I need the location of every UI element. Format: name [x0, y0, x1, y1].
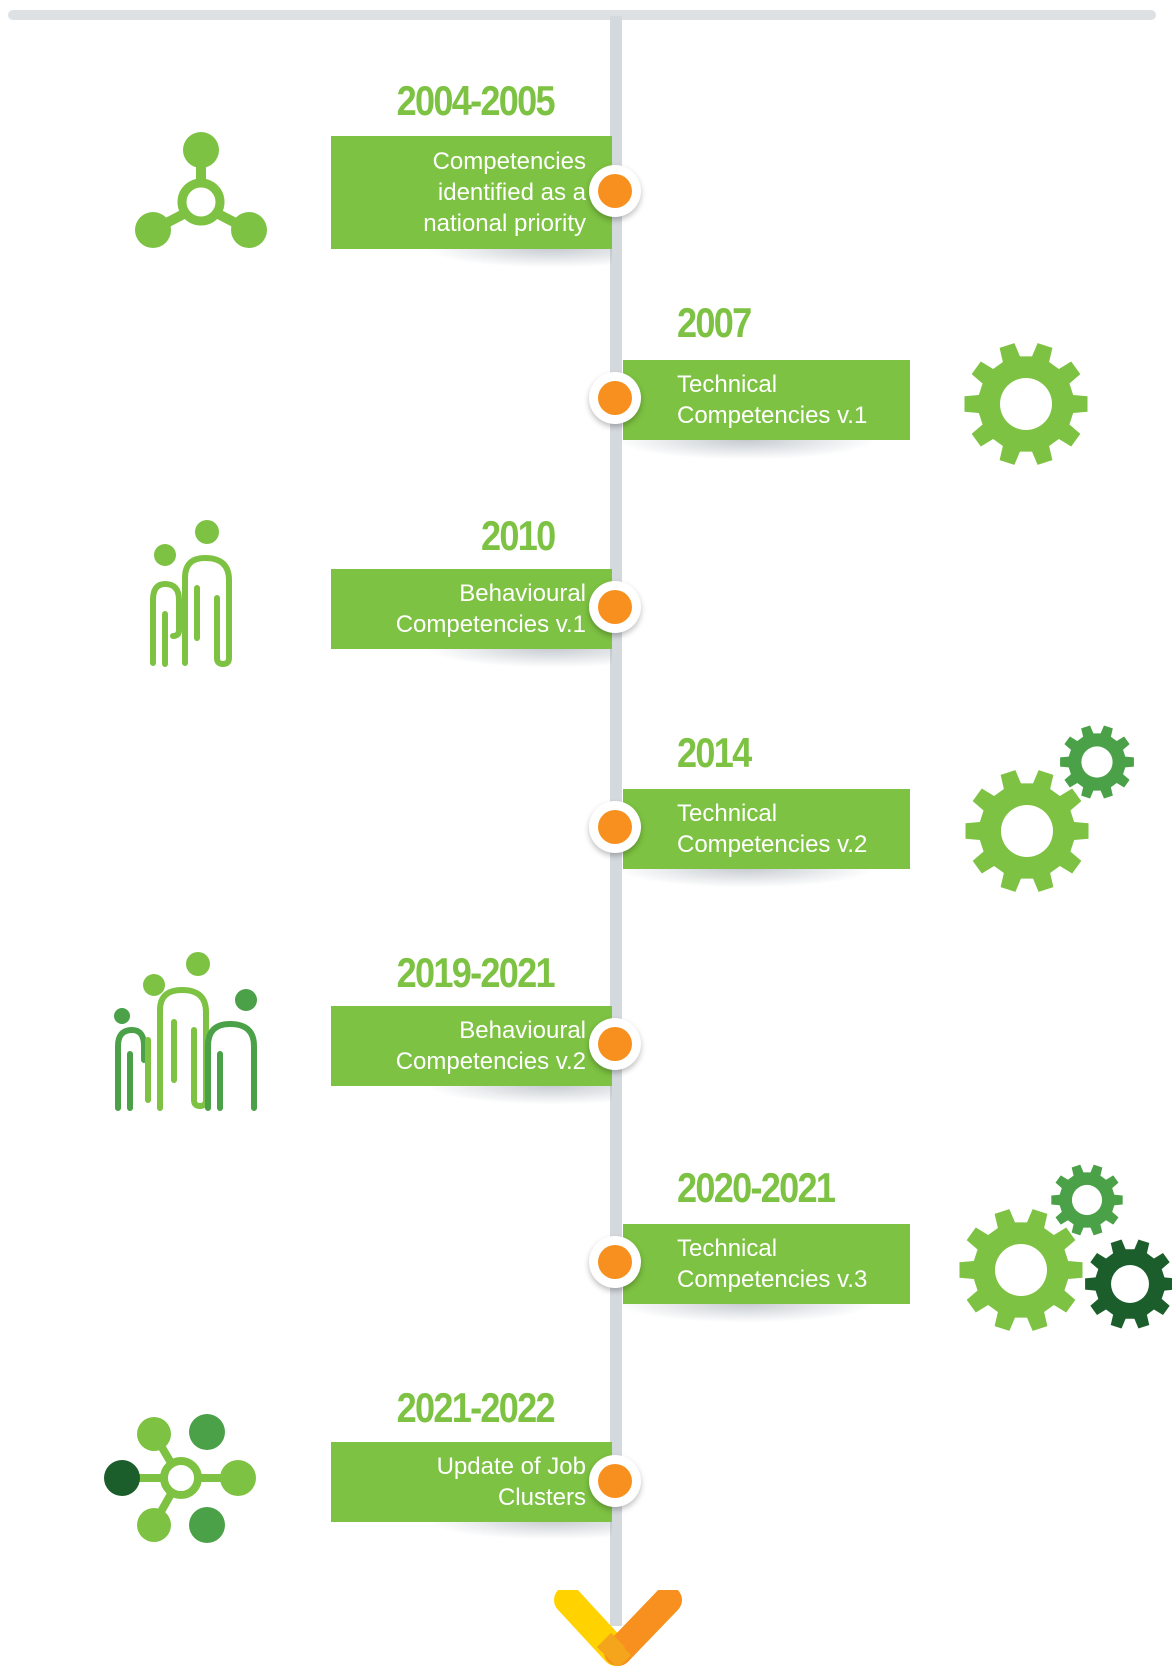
milestone-text-line: Technical	[677, 1235, 778, 1262]
gear-hole	[1111, 1265, 1149, 1303]
milestone-box-behavioural-v2: Behavioural Competencies v.2	[331, 1006, 612, 1086]
box-shadow	[622, 440, 932, 480]
network-hub-icon	[104, 1414, 256, 1543]
timeline-marker	[589, 1455, 641, 1507]
two-people-icon	[150, 520, 232, 668]
two-gears-icon	[965, 725, 1134, 892]
timeline-marker	[589, 801, 641, 853]
year-label-2014: 2014	[677, 729, 752, 776]
milestone-text-line: Technical	[677, 800, 778, 827]
box-shadow	[312, 248, 612, 288]
group-people-icon	[114, 952, 257, 1111]
milestone-text-line: Competencies v.3	[677, 1266, 868, 1293]
year-label-2020-2021: 2020-2021	[677, 1164, 836, 1211]
timeline-marker	[589, 1018, 641, 1070]
timeline-marker	[589, 1236, 641, 1288]
milestone-box-job-clusters: Update of Job Clusters	[331, 1442, 612, 1522]
three-gears-icon	[959, 1164, 1172, 1331]
milestone-box-technical-v3: Technical Competencies v.3	[623, 1224, 910, 1304]
timeline-marker	[589, 581, 641, 633]
milestone-box-behavioural-v1: Behavioural Competencies v.1	[331, 569, 612, 649]
timeline-marker	[589, 165, 641, 217]
box-shadow	[312, 1085, 612, 1125]
milestone-text-line: Competencies v.1	[677, 402, 868, 429]
timeline-marker	[589, 372, 641, 424]
milestone-text-line: Competencies v.2	[677, 831, 868, 858]
milestone-text-line: Technical	[677, 371, 778, 398]
box-shadow	[312, 648, 612, 688]
box-shadow	[622, 1303, 932, 1343]
milestone-box-technical-v2: Technical Competencies v.2	[623, 789, 910, 869]
milestone-text-line: identified as a	[437, 179, 586, 206]
year-label-2004-2005: 2004-2005	[396, 77, 556, 124]
milestone-text-line: Competencies	[432, 148, 586, 175]
milestone-text-line: Behavioural	[459, 1017, 586, 1044]
milestone-box-technical-v1: Technical Competencies v.1	[623, 360, 910, 440]
network-three-node-icon	[135, 132, 267, 248]
gear-hole	[1081, 746, 1113, 778]
milestone-text-line: Update of Job	[436, 1453, 586, 1480]
milestone-text-line: Competencies v.2	[395, 1048, 586, 1075]
year-label-2021-2022: 2021-2022	[396, 1384, 556, 1431]
single-gear-icon	[964, 343, 1088, 465]
year-label-2019-2021: 2019-2021	[396, 949, 556, 996]
year-label-2010: 2010	[480, 512, 556, 559]
gear-hole	[995, 1244, 1047, 1296]
box-shadow	[312, 1520, 612, 1560]
milestone-text-line: Clusters	[497, 1484, 586, 1511]
top-divider	[8, 10, 1156, 20]
year-label-2007: 2007	[677, 299, 752, 346]
box-shadow	[622, 868, 932, 908]
gear-hole	[1071, 1184, 1103, 1216]
milestone-text-line: national priority	[423, 210, 586, 237]
milestone-text-line: Behavioural	[459, 580, 586, 607]
milestone-box-competencies-priority: Competencies identified as a national pr…	[331, 136, 612, 249]
gear-hole	[1000, 378, 1052, 430]
gear-hole	[1001, 805, 1053, 857]
chevron-down-icon	[554, 1590, 682, 1666]
milestone-text-line: Competencies v.1	[395, 611, 586, 638]
